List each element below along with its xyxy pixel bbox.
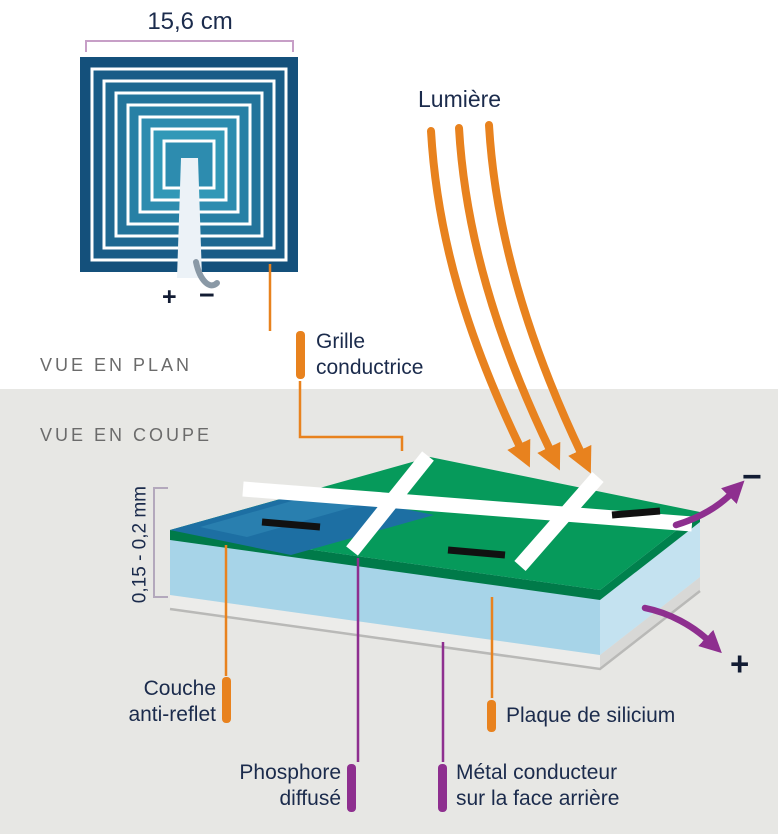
back-metal-label: Métal conducteur sur la face arrière [456, 760, 619, 811]
light-arrow-1 [427, 127, 531, 468]
dimension-label: 15,6 cm [147, 8, 233, 35]
grille-marker [296, 331, 305, 379]
contact-ribbon [177, 158, 202, 278]
callout-connectors [224, 264, 494, 762]
thickness-label: 0,15 - 0,2 mm [129, 485, 151, 604]
thickness-bracket [153, 487, 168, 598]
charge-arrows [641, 480, 745, 654]
plus-arrow [641, 604, 722, 654]
anti-reflective-top-face [170, 457, 700, 590]
wire-hook [193, 259, 220, 289]
section-minus-sign: − [742, 458, 762, 496]
minus-arrow [672, 480, 745, 529]
phosphorus-label: Phosphore diffusé [178, 760, 341, 811]
dimension-bracket [85, 40, 294, 52]
back-metal-label-line1: Métal conducteur [456, 761, 618, 784]
phosphorus-label-line1: Phosphore [239, 761, 341, 784]
anti-reflective-label-line2: anti-reflet [128, 702, 216, 726]
silicon-right-face [600, 512, 700, 655]
metal-marker [438, 764, 447, 812]
back-metal-label-line2: sur la face arrière [456, 786, 620, 810]
conductive-grid [242, 451, 693, 571]
anti-reflective-label: Couche anti-reflet [56, 676, 216, 727]
light-arrow-3 [485, 121, 592, 474]
anti-reflective-edge-side [600, 512, 700, 600]
coupe-view-title: VUE EN COUPE [40, 425, 213, 445]
metal-layer-side [600, 577, 700, 669]
grille-label-line2: conductrice [316, 355, 424, 379]
couche-marker [222, 677, 231, 723]
plan-plus-sign: + [162, 283, 177, 311]
light-label: Lumière [418, 86, 502, 112]
grille-connector-bottom [298, 381, 404, 451]
anti-reflective-label-line1: Couche [143, 677, 216, 700]
plan-minus-sign: − [199, 280, 215, 310]
contact-bars [261, 507, 661, 559]
grille-label: Grille conductrice [316, 329, 423, 380]
phosphore-marker [347, 764, 356, 812]
plan-view-title: VUE EN PLAN [40, 355, 193, 375]
light-arrow-2 [455, 124, 561, 471]
grille-label-line1: Grille [316, 330, 366, 353]
light-rays [427, 121, 592, 474]
section-plus-sign: + [730, 645, 750, 682]
plan-view-cell [80, 57, 298, 289]
solar-cell-slab [169, 451, 701, 671]
plaque-marker [487, 700, 496, 732]
silicon-label: Plaque de silicium [506, 704, 676, 727]
callout-markers [222, 331, 496, 812]
phosphorus-label-line2: diffusé [279, 786, 342, 810]
